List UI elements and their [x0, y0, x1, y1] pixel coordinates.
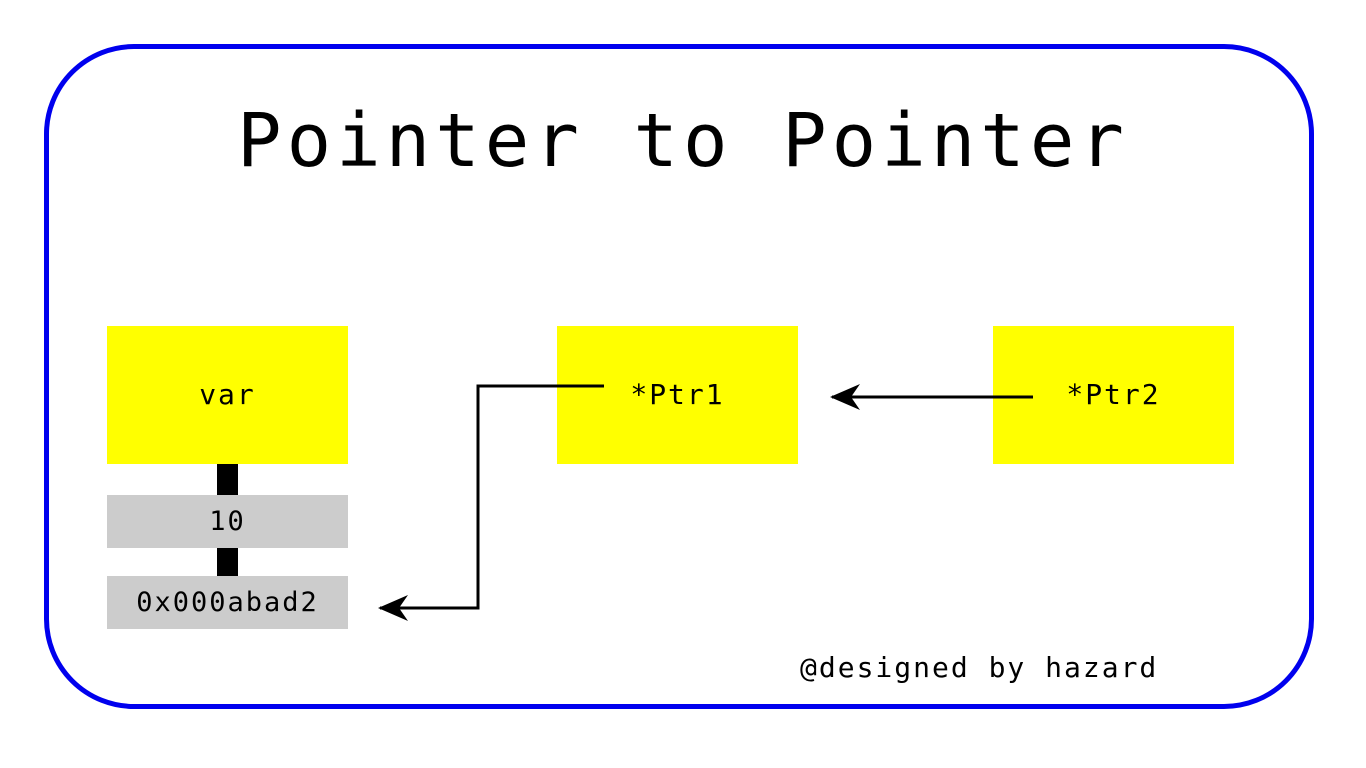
- node-ptr2: *Ptr2: [993, 326, 1234, 464]
- credit-text: @designed by hazard: [800, 651, 1159, 684]
- memory-cell-address: 0x000abad2: [107, 576, 348, 629]
- node-ptr2-label: *Ptr2: [1066, 378, 1161, 411]
- diagram-title: Pointer to Pointer: [237, 98, 1129, 184]
- arrowhead-ptr2-to-ptr1-icon: [830, 384, 860, 410]
- memory-connector-bottom: [217, 548, 238, 576]
- node-ptr1: *Ptr1: [557, 326, 798, 464]
- node-ptr1-label: *Ptr1: [630, 378, 725, 411]
- arrow-ptr1-to-address: [380, 384, 604, 610]
- node-var: var: [107, 326, 348, 464]
- memory-cell-value: 10: [107, 495, 348, 548]
- node-var-label: var: [199, 378, 256, 411]
- arrowhead-ptr1-to-address-icon: [378, 595, 408, 621]
- memory-connector-top: [217, 464, 238, 495]
